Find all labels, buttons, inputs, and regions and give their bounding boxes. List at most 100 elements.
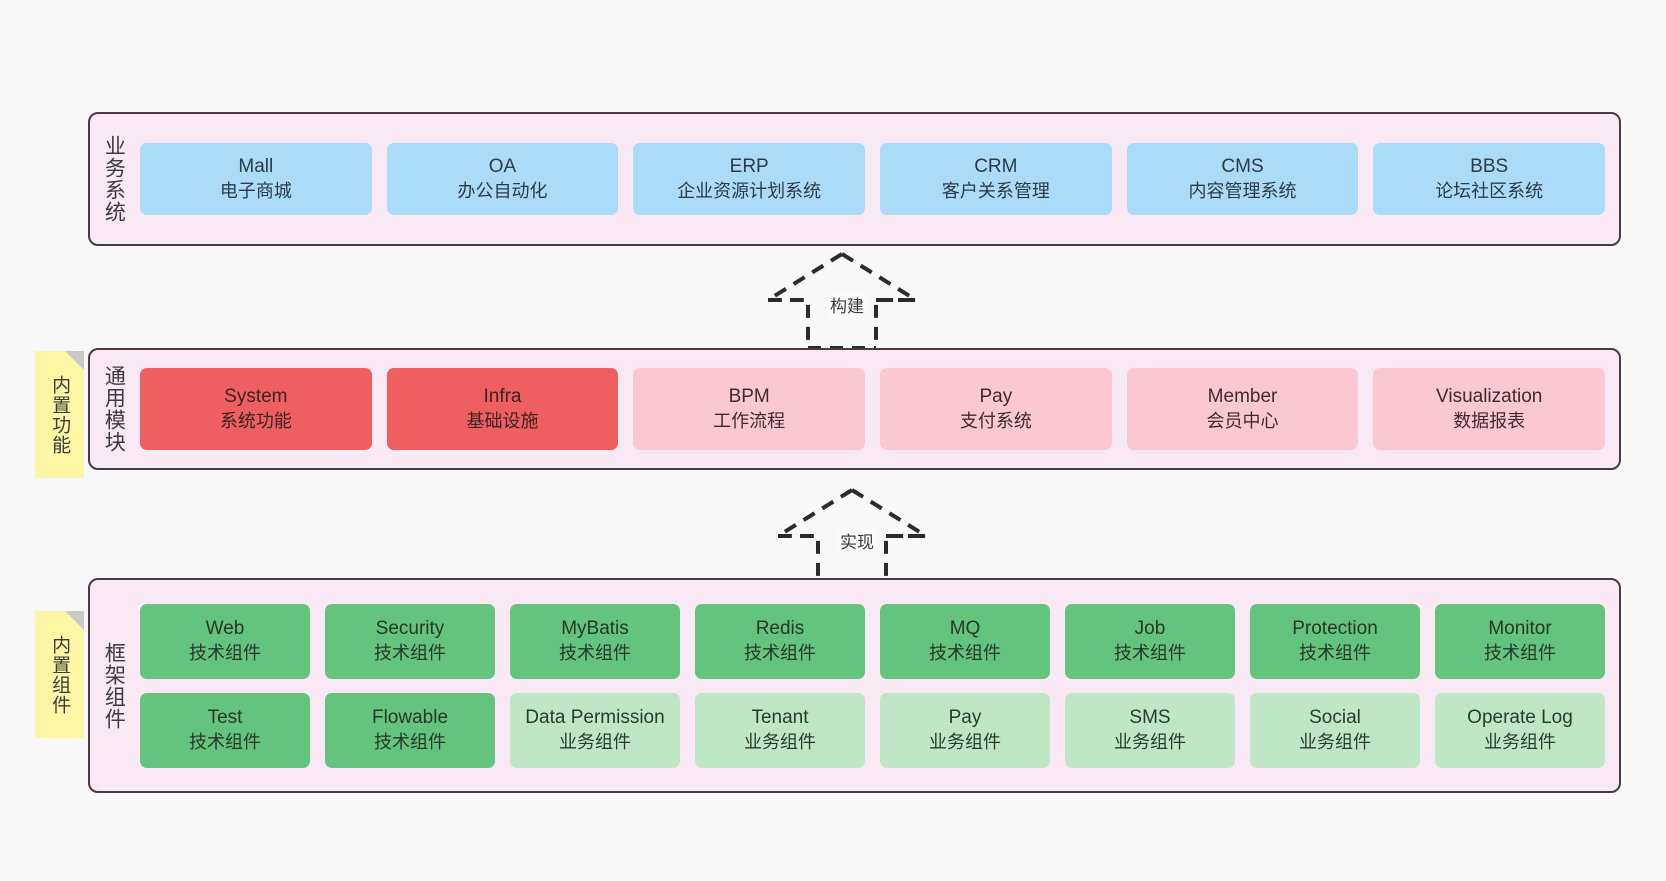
card-infra[interactable]: Infra 基础设施 [386, 368, 619, 450]
connector-label-build: 构建 [828, 292, 866, 317]
card-security[interactable]: Security 技术组件 [325, 603, 495, 679]
card-title: BPM [728, 386, 770, 408]
card-title: Operate Log [1467, 707, 1573, 729]
card-subtitle: 电子商城 [219, 180, 292, 201]
card-subtitle: 业务组件 [929, 731, 1001, 752]
card-subtitle: 会员中心 [1206, 410, 1279, 431]
card-title: Social [1309, 707, 1361, 729]
sticky-note-label: 内置组件 [49, 634, 71, 715]
page-fold-icon [65, 611, 84, 630]
card-subtitle: 内容管理系统 [1188, 180, 1297, 201]
card-title: SMS [1129, 707, 1171, 729]
card-title: CMS [1221, 156, 1264, 178]
card-subtitle: 技术组件 [744, 642, 816, 663]
layer-general-modules: 通用模块 System 系统功能 Infra 基础设施 BPM 工作流程 Pay… [88, 348, 1621, 470]
layer-business-systems: 业务系统 Mall 电子商城 OA 办公自动化 ERP 企业资源计划系统 CRM… [88, 112, 1621, 246]
card-job[interactable]: Job 技术组件 [1065, 603, 1235, 679]
card-subtitle: 技术组件 [1484, 642, 1556, 663]
card-subtitle: 数据报表 [1453, 410, 1526, 431]
layer-framework-components: 框架组件 Web 技术组件 Security 技术组件 MyBatis 技术组件… [88, 578, 1621, 793]
card-subtitle: 工作流程 [713, 410, 786, 431]
layer-title-business-systems: 业务系统 [102, 135, 126, 223]
card-title: OA [488, 156, 517, 178]
card-title: CRM [974, 156, 1018, 178]
sticky-note-label: 内置功能 [49, 374, 71, 455]
card-row: Test 技术组件 Flowable 技术组件 Data Permission … [140, 692, 1605, 768]
card-pay-module[interactable]: Pay 支付系统 [880, 368, 1112, 450]
card-erp[interactable]: ERP 企业资源计划系统 [633, 143, 866, 215]
card-title: Protection [1292, 618, 1378, 640]
card-title: BBS [1470, 156, 1509, 178]
card-title: Flowable [371, 707, 449, 729]
card-title: MQ [949, 618, 981, 640]
connector-label-implement: 实现 [838, 528, 876, 553]
card-subtitle: 业务组件 [744, 731, 816, 752]
card-row: System 系统功能 Infra 基础设施 BPM 工作流程 Pay 支付系统… [140, 368, 1606, 450]
card-row: Mall 电子商城 OA 办公自动化 ERP 企业资源计划系统 CRM 客户关系… [140, 143, 1606, 215]
card-subtitle: 系统功能 [219, 410, 292, 431]
card-row: Web 技术组件 Security 技术组件 MyBatis 技术组件 Redi… [140, 603, 1605, 679]
card-subtitle: 支付系统 [959, 410, 1032, 431]
card-sms[interactable]: SMS 业务组件 [1065, 692, 1235, 768]
card-tenant[interactable]: Tenant 业务组件 [695, 692, 865, 768]
card-pay-component[interactable]: Pay 业务组件 [880, 692, 1050, 768]
card-data-permission[interactable]: Data Permission 业务组件 [510, 692, 680, 768]
card-protection[interactable]: Protection 技术组件 [1250, 603, 1420, 679]
card-subtitle: 技术组件 [374, 642, 446, 663]
card-title: Job [1134, 618, 1166, 640]
card-mall[interactable]: Mall 电子商城 [140, 143, 372, 215]
card-title: Redis [755, 618, 805, 640]
layer-body-general-modules: System 系统功能 Infra 基础设施 BPM 工作流程 Pay 支付系统… [136, 350, 1619, 468]
layer-body-framework-components: Web 技术组件 Security 技术组件 MyBatis 技术组件 Redi… [136, 580, 1619, 791]
card-subtitle: 业务组件 [559, 731, 631, 752]
card-social[interactable]: Social 业务组件 [1250, 692, 1420, 768]
card-subtitle: 技术组件 [374, 731, 446, 752]
card-mq[interactable]: MQ 技术组件 [880, 603, 1050, 679]
card-member[interactable]: Member 会员中心 [1126, 368, 1359, 450]
card-subtitle: 业务组件 [1484, 731, 1556, 752]
card-title: Pay [979, 386, 1013, 408]
layer-title-general-modules: 通用模块 [102, 365, 126, 453]
card-subtitle: 业务组件 [1114, 731, 1186, 752]
sticky-note-built-in-components: 内置组件 [35, 611, 84, 738]
card-subtitle: 技术组件 [189, 642, 261, 663]
sticky-note-built-in-functions: 内置功能 [35, 351, 84, 478]
card-subtitle: 技术组件 [559, 642, 631, 663]
card-subtitle: 办公自动化 [457, 180, 548, 201]
card-subtitle: 基础设施 [466, 410, 539, 431]
card-redis[interactable]: Redis 技术组件 [695, 603, 865, 679]
card-subtitle: 技术组件 [1299, 642, 1371, 663]
card-test[interactable]: Test 技术组件 [140, 692, 310, 768]
card-subtitle: 论坛社区系统 [1435, 180, 1544, 201]
card-subtitle: 业务组件 [1299, 731, 1371, 752]
card-title: System [224, 386, 288, 408]
card-bpm[interactable]: BPM 工作流程 [633, 368, 866, 450]
card-monitor[interactable]: Monitor 技术组件 [1435, 603, 1605, 679]
card-system[interactable]: System 系统功能 [140, 368, 372, 450]
layer-title-framework-components: 框架组件 [102, 641, 126, 730]
card-web[interactable]: Web 技术组件 [140, 603, 310, 679]
page-fold-icon [65, 351, 84, 370]
card-title: Infra [483, 386, 522, 408]
card-title: Member [1207, 386, 1278, 408]
card-title: Web [205, 618, 245, 640]
card-title: MyBatis [561, 618, 629, 640]
card-title: Pay [948, 707, 982, 729]
card-visualization[interactable]: Visualization 数据报表 [1373, 368, 1606, 450]
card-title: Tenant [751, 707, 809, 729]
card-operate-log[interactable]: Operate Log 业务组件 [1435, 692, 1605, 768]
card-bbs[interactable]: BBS 论坛社区系统 [1373, 143, 1606, 215]
card-title: Monitor [1488, 618, 1552, 640]
card-flowable[interactable]: Flowable 技术组件 [325, 692, 495, 768]
card-subtitle: 企业资源计划系统 [677, 180, 822, 201]
card-oa[interactable]: OA 办公自动化 [386, 143, 619, 215]
card-mybatis[interactable]: MyBatis 技术组件 [510, 603, 680, 679]
connector-implement: 实现 [770, 488, 934, 586]
connector-build: 构建 [760, 252, 924, 350]
card-subtitle: 技术组件 [929, 642, 1001, 663]
card-title: Visualization [1436, 386, 1543, 408]
card-crm[interactable]: CRM 客户关系管理 [880, 143, 1112, 215]
card-title: Security [375, 618, 445, 640]
card-cms[interactable]: CMS 内容管理系统 [1126, 143, 1359, 215]
